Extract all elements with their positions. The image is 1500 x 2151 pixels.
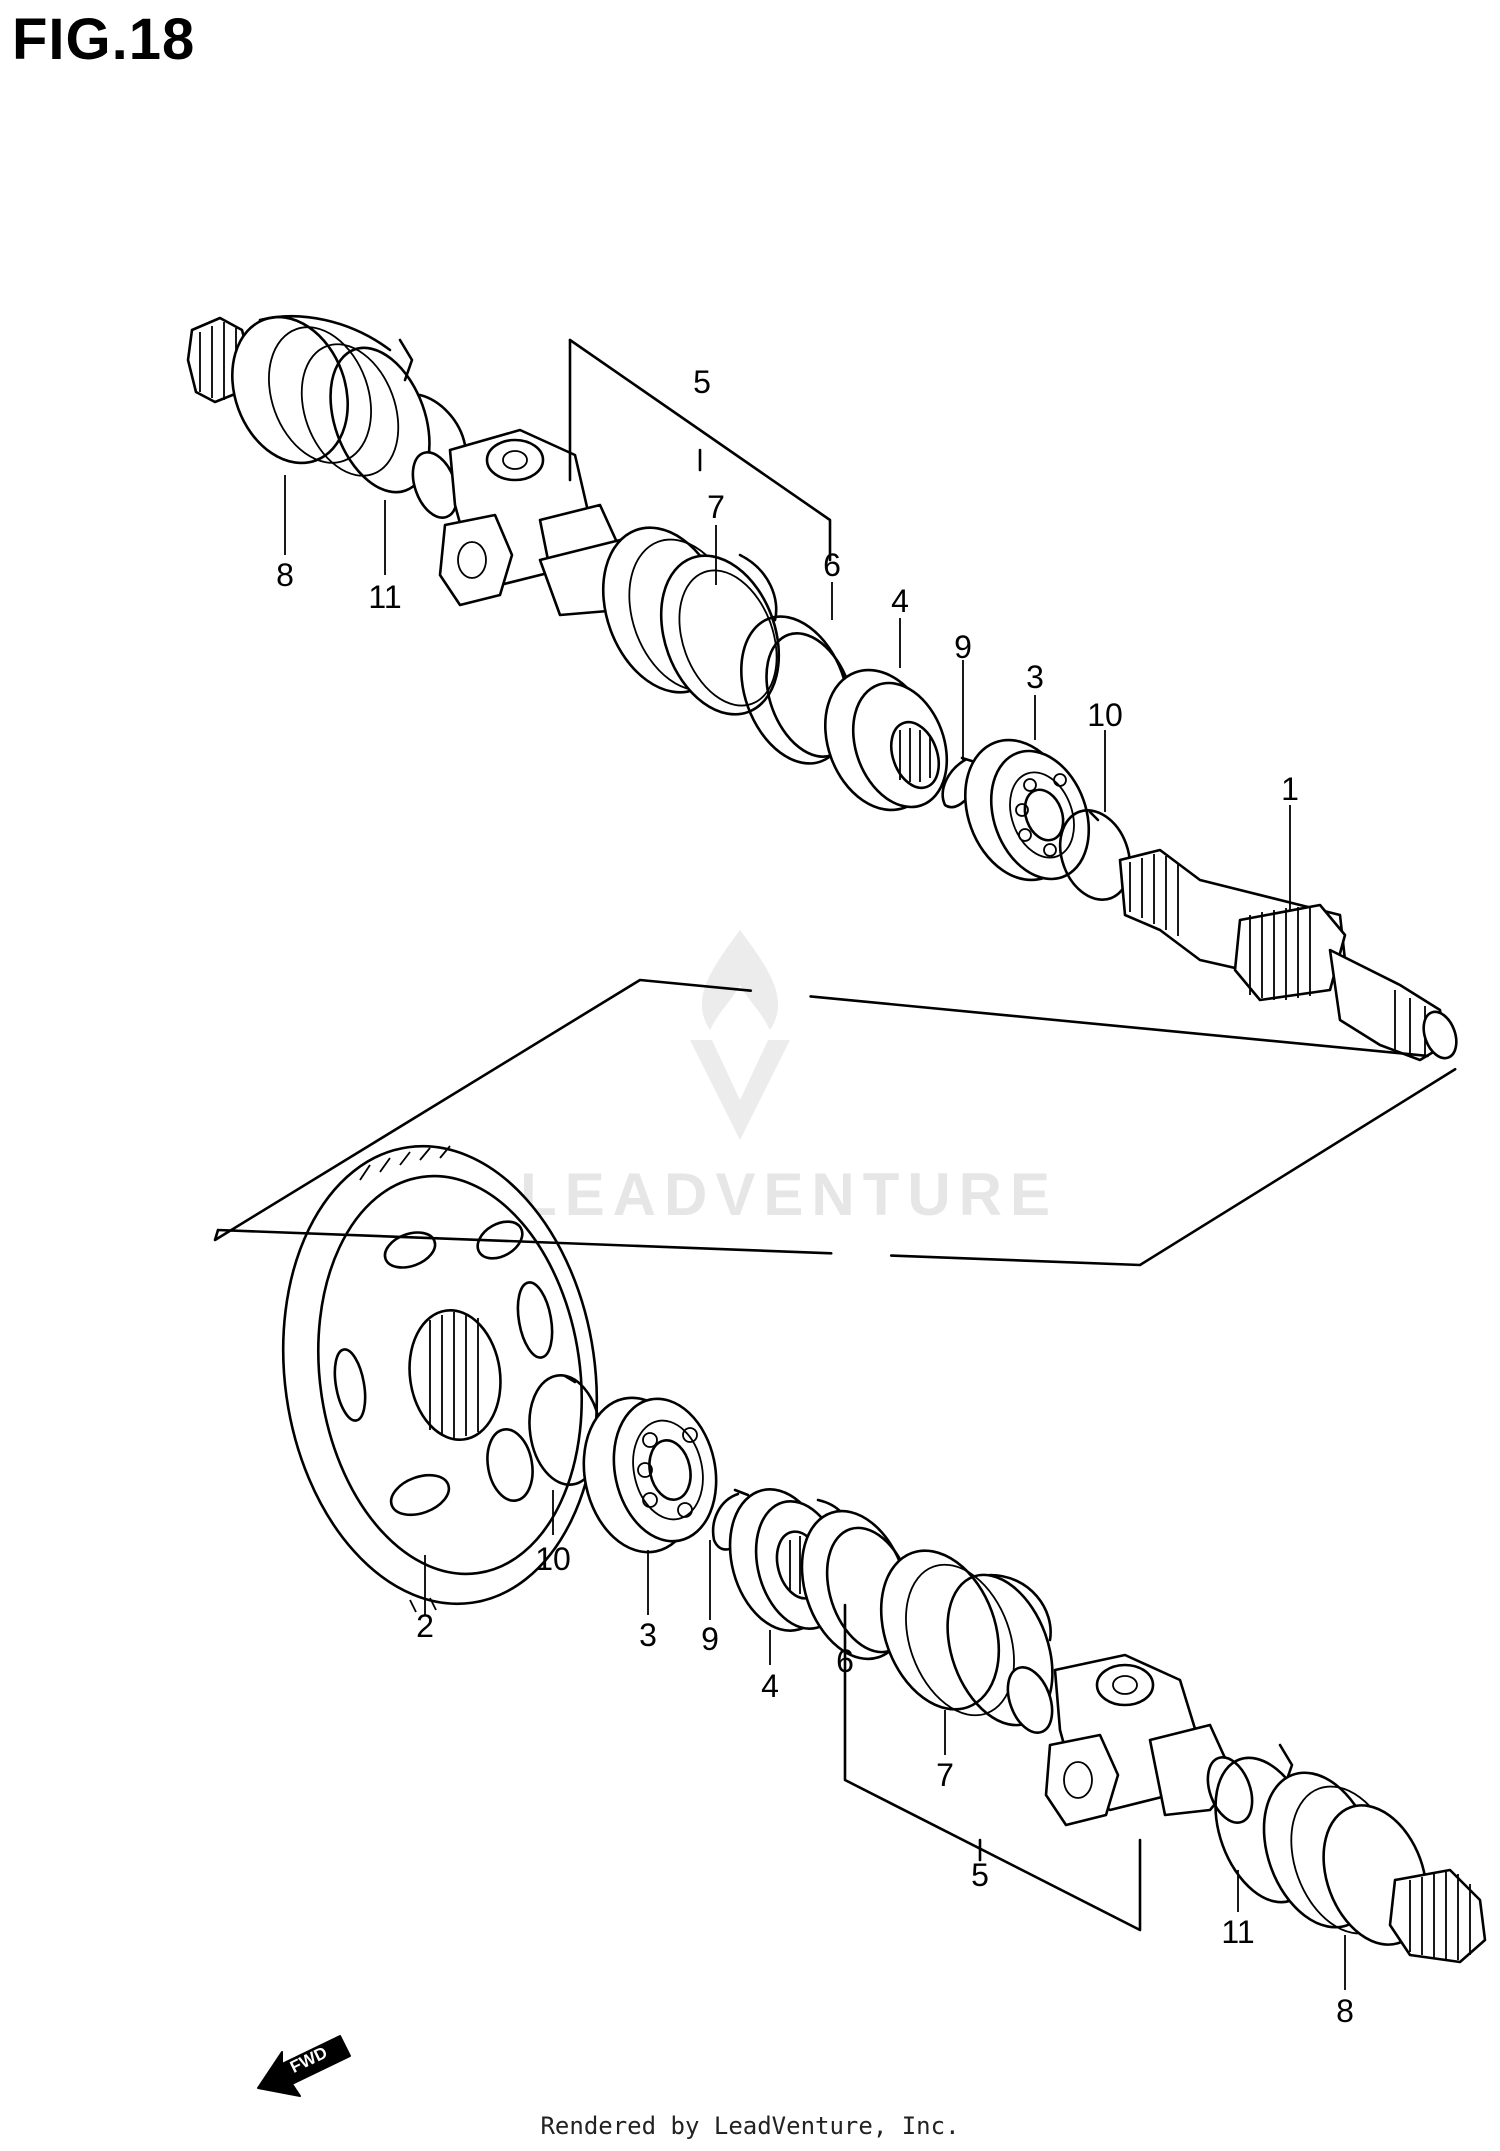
upper-bearing-part-3 — [963, 738, 1091, 882]
callout-10-lower: 10 — [535, 1541, 571, 1577]
callout-1: 1 — [1281, 771, 1299, 807]
upper-circlip-part-10 — [1058, 809, 1132, 901]
watermark-logo-icon — [690, 930, 790, 1140]
output-shaft-part-1 — [1118, 848, 1458, 1062]
callout-2: 2 — [416, 1608, 434, 1644]
lower-universal-joint-part-5 — [1006, 1653, 1254, 1827]
upper-assembly — [186, 314, 1458, 1062]
figure-title: FIG.18 — [12, 7, 196, 72]
callout-6-lower: 6 — [836, 1643, 854, 1679]
callout-7-lower: 7 — [936, 1757, 954, 1793]
upper-sleeve-part-7 — [601, 526, 781, 716]
callout-5-lower: 5 — [971, 1857, 989, 1893]
callout-4-lower: 4 — [761, 1668, 779, 1704]
lower-boot-part-8 — [1262, 1771, 1487, 1964]
footer-credit: Rendered by LeadVenture, Inc. — [540, 2112, 960, 2140]
callout-7-upper: 7 — [707, 489, 725, 525]
callout-9-lower: 9 — [701, 1621, 719, 1657]
upper-clamp-part-11 — [329, 338, 467, 494]
callout-3-lower: 3 — [639, 1617, 657, 1653]
fwd-arrow-icon: FWD — [257, 2035, 351, 2097]
callout-11-lower: 11 — [1221, 1914, 1254, 1950]
callout-leaders — [284, 475, 1346, 1990]
callout-9-upper: 9 — [954, 629, 972, 665]
callout-5-upper: 5 — [693, 364, 711, 400]
lower-assembly — [281, 1144, 1487, 1964]
upper-boot-part-8 — [186, 314, 400, 477]
watermark-text: LEADVENTURE — [520, 1161, 1058, 1228]
final-gear-part-2 — [281, 1144, 599, 1613]
watermark: LEADVENTURE — [520, 930, 1058, 1228]
upper-housing-part-4 — [823, 668, 949, 812]
callout-10-upper: 10 — [1087, 697, 1123, 733]
callout-11-upper: 11 — [368, 579, 401, 615]
callout-4-upper: 4 — [891, 583, 909, 619]
callout-8-lower: 8 — [1336, 1993, 1354, 2029]
bracket-lines — [213, 338, 1472, 1932]
callout-8-upper: 8 — [276, 557, 294, 593]
callout-6-upper: 6 — [823, 547, 841, 583]
lower-bearing-part-3 — [582, 1396, 718, 1554]
callout-3-upper: 3 — [1026, 659, 1044, 695]
callout-labels: 1 2 3 3 4 4 5 5 6 6 7 7 8 8 9 9 10 10 11… — [276, 364, 1354, 2029]
